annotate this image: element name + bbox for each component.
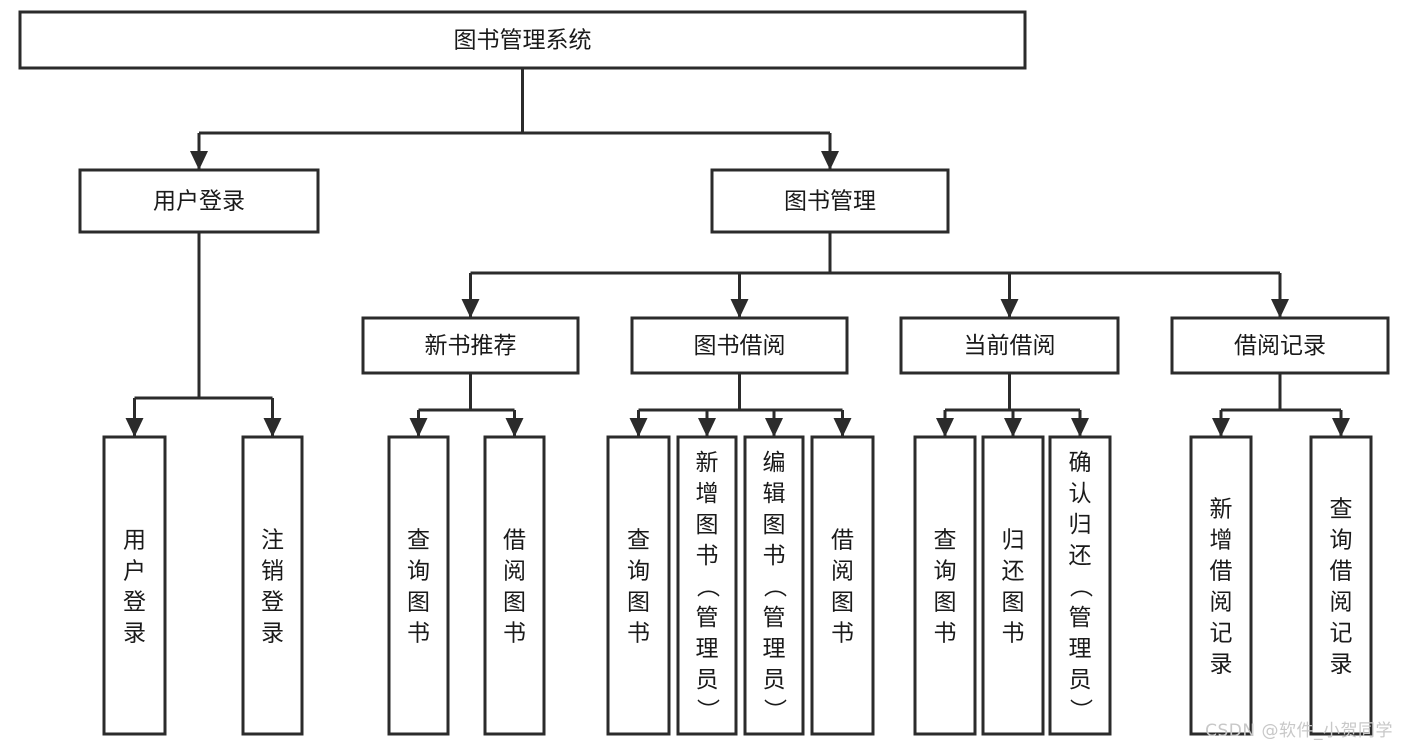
arrow-head-icon xyxy=(190,151,208,170)
node-current-borrow[interactable]: 当前借阅 xyxy=(899,316,1120,375)
arrow-head-icon xyxy=(505,418,524,437)
node-label-leaf-query-book-2: 查询图书 xyxy=(627,528,650,647)
node-label-leaf-query-book-1: 查询图书 xyxy=(407,528,430,647)
node-label-leaf-return-book: 归还图书 xyxy=(1002,528,1025,647)
arrow-head-icon xyxy=(1000,299,1019,318)
arrow-head-icon xyxy=(409,418,428,437)
node-label-user-login: 用户登录 xyxy=(153,189,245,215)
node-box-user-login xyxy=(78,168,320,234)
node-book-manage[interactable]: 图书管理 xyxy=(710,168,950,234)
node-leaf-borrow-book-2[interactable]: 借阅图书 xyxy=(810,435,875,736)
arrow-head-icon xyxy=(821,151,839,170)
node-box-leaf-user-login xyxy=(102,435,167,736)
node-box-book-manage xyxy=(710,168,950,234)
node-box-leaf-borrow-book-2 xyxy=(810,435,875,736)
connector-layer xyxy=(125,68,1350,437)
node-label-leaf-add-record: 新增借阅记录 xyxy=(1210,497,1233,678)
node-label-leaf-user-login: 用户登录 xyxy=(123,528,146,647)
node-label-leaf-query-record: 查询借阅记录 xyxy=(1330,497,1353,678)
arrow-head-icon xyxy=(730,299,749,318)
node-label-root: 图书管理系统 xyxy=(454,28,592,54)
node-label-book-manage: 图书管理 xyxy=(784,189,876,215)
node-label-leaf-query-book-3: 查询图书 xyxy=(934,528,957,647)
node-box-leaf-edit-book xyxy=(743,435,805,736)
node-leaf-query-book-1[interactable]: 查询图书 xyxy=(387,435,450,736)
arrow-head-icon xyxy=(765,418,783,437)
node-book-borrow[interactable]: 图书借阅 xyxy=(630,316,849,375)
node-leaf-query-book-2[interactable]: 查询图书 xyxy=(606,435,671,736)
node-label-current-borrow: 当前借阅 xyxy=(964,333,1056,359)
node-box-book-borrow xyxy=(630,316,849,375)
node-leaf-query-record[interactable]: 查询借阅记录 xyxy=(1309,435,1373,736)
node-box-leaf-return-book xyxy=(981,435,1045,736)
arrow-head-icon xyxy=(125,418,144,437)
node-leaf-confirm-return[interactable]: 确认归还（管理员） xyxy=(1048,435,1112,736)
node-box-new-book-recommend xyxy=(361,316,580,375)
node-box-leaf-confirm-return xyxy=(1048,435,1112,736)
node-layer: 图书管理系统用户登录图书管理新书推荐图书借阅当前借阅借阅记录用户登录注销登录查询… xyxy=(18,10,1390,736)
node-box-leaf-user-logout xyxy=(241,435,304,736)
node-label-leaf-user-logout: 注销登录 xyxy=(261,528,284,647)
node-label-borrow-record: 借阅记录 xyxy=(1234,333,1326,359)
arrow-head-icon xyxy=(1271,299,1289,318)
node-label-book-borrow: 图书借阅 xyxy=(694,333,786,359)
node-root[interactable]: 图书管理系统 xyxy=(18,10,1027,70)
arrow-head-icon xyxy=(629,418,648,437)
node-new-book-recommend[interactable]: 新书推荐 xyxy=(361,316,580,375)
node-label-leaf-add-book: 新增图书（管理员） xyxy=(696,450,721,724)
node-box-leaf-query-book-1 xyxy=(387,435,450,736)
node-label-leaf-borrow-book-1: 借阅图书 xyxy=(503,528,526,647)
node-leaf-user-logout[interactable]: 注销登录 xyxy=(241,435,304,736)
node-leaf-return-book[interactable]: 归还图书 xyxy=(981,435,1045,736)
node-box-leaf-query-book-3 xyxy=(913,435,977,736)
node-box-root xyxy=(18,10,1027,70)
node-label-leaf-edit-book: 编辑图书（管理员） xyxy=(763,450,788,724)
arrow-head-icon xyxy=(1004,418,1022,437)
node-label-leaf-borrow-book-2: 借阅图书 xyxy=(831,528,854,647)
node-leaf-add-record[interactable]: 新增借阅记录 xyxy=(1189,435,1253,736)
node-label-new-book-recommend: 新书推荐 xyxy=(425,333,517,359)
node-box-current-borrow xyxy=(899,316,1120,375)
node-box-leaf-add-record xyxy=(1189,435,1253,736)
node-box-leaf-query-record xyxy=(1309,435,1373,736)
node-box-leaf-borrow-book-1 xyxy=(483,435,546,736)
node-user-login[interactable]: 用户登录 xyxy=(78,168,320,234)
node-box-borrow-record xyxy=(1170,316,1390,375)
watermark-text: CSDN @软件_小贺同学 xyxy=(1205,721,1393,741)
node-borrow-record[interactable]: 借阅记录 xyxy=(1170,316,1390,375)
arrow-head-icon xyxy=(1332,418,1350,437)
arrow-head-icon xyxy=(936,418,954,437)
node-leaf-add-book[interactable]: 新增图书（管理员） xyxy=(676,435,738,736)
node-leaf-query-book-3[interactable]: 查询图书 xyxy=(913,435,977,736)
arrow-head-icon xyxy=(833,418,852,437)
node-leaf-edit-book[interactable]: 编辑图书（管理员） xyxy=(743,435,805,736)
node-leaf-borrow-book-1[interactable]: 借阅图书 xyxy=(483,435,546,736)
node-box-leaf-add-book xyxy=(676,435,738,736)
arrow-head-icon xyxy=(1212,418,1230,437)
arrow-head-icon xyxy=(698,418,716,437)
node-label-leaf-confirm-return: 确认归还（管理员） xyxy=(1069,450,1094,724)
arrow-head-icon xyxy=(461,299,480,318)
arrow-head-icon xyxy=(263,418,282,437)
node-box-leaf-query-book-2 xyxy=(606,435,671,736)
arrow-head-icon xyxy=(1071,418,1089,437)
node-leaf-user-login[interactable]: 用户登录 xyxy=(102,435,167,736)
